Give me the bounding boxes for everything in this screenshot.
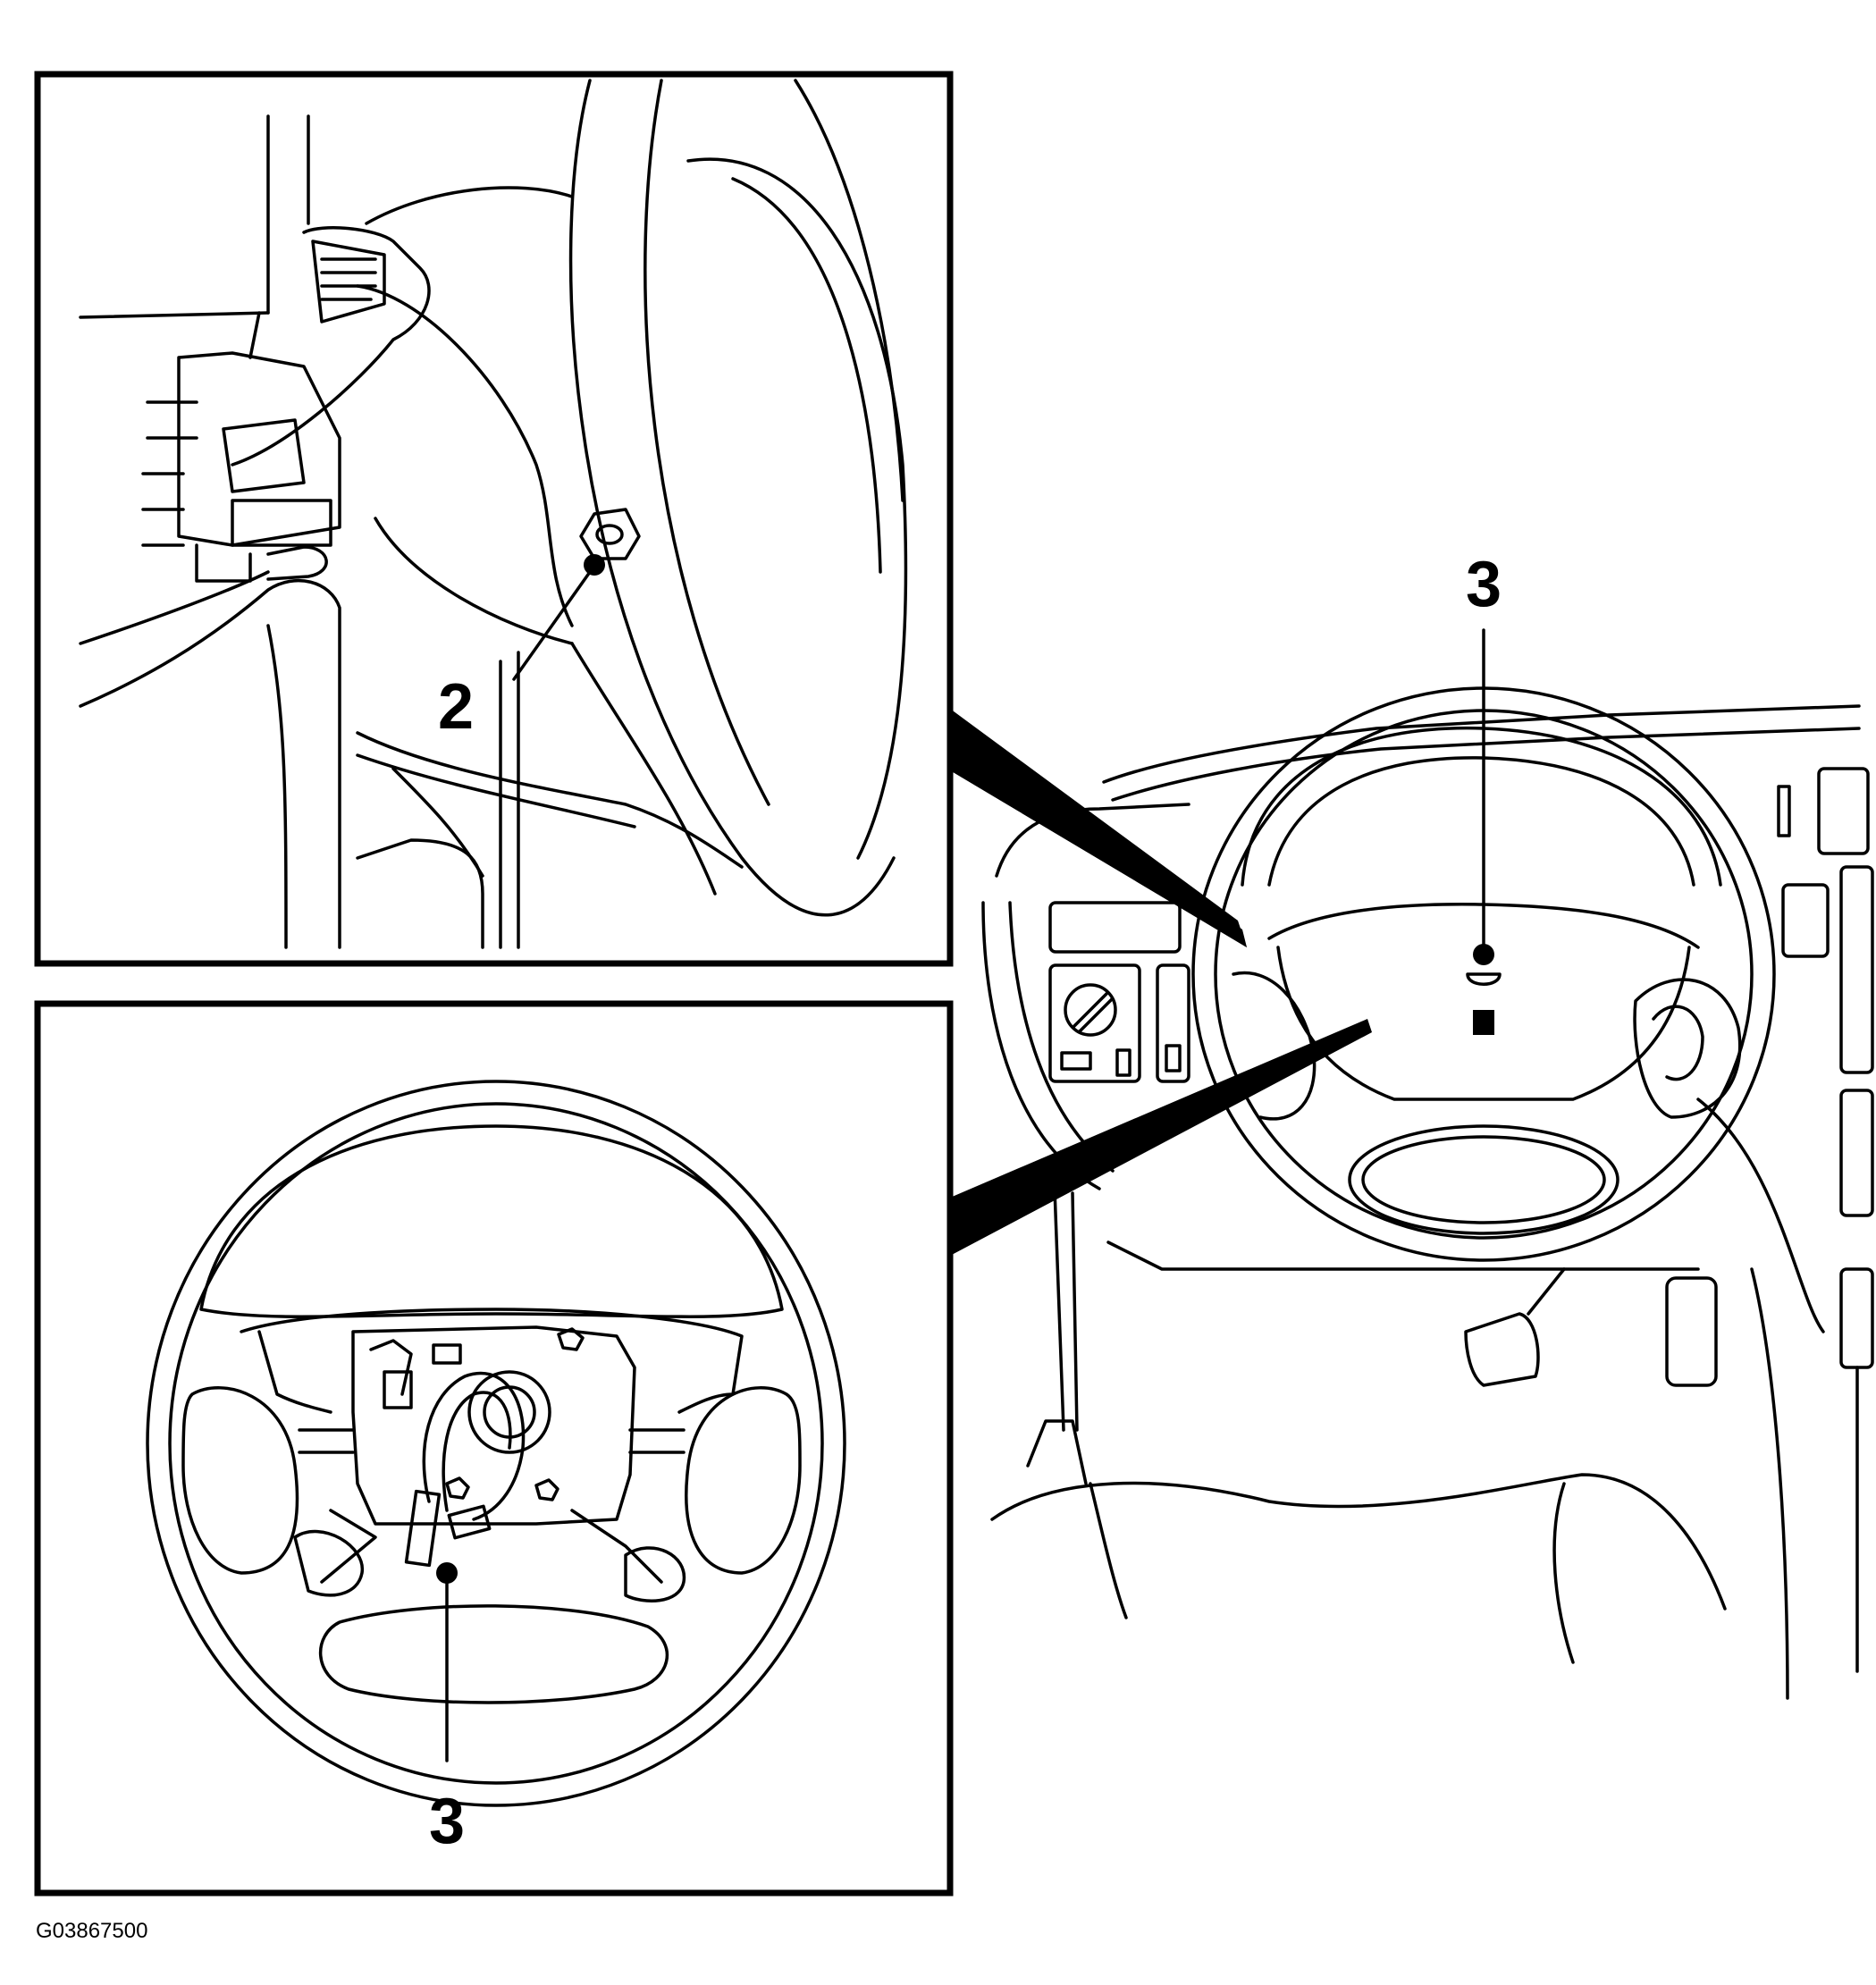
top-inset-callout-2: 2: [438, 671, 474, 743]
bottom-inset-callout-3: 3: [429, 1786, 465, 1857]
bottom-inset: 3: [34, 1000, 954, 1897]
top-inset: 2: [34, 71, 954, 967]
main-dashboard-view: 3: [981, 549, 1874, 1700]
main-callout-3: 3: [1466, 549, 1502, 620]
figure-id: G03867500: [36, 1919, 147, 1943]
zoom-wedges: [950, 709, 1372, 1256]
